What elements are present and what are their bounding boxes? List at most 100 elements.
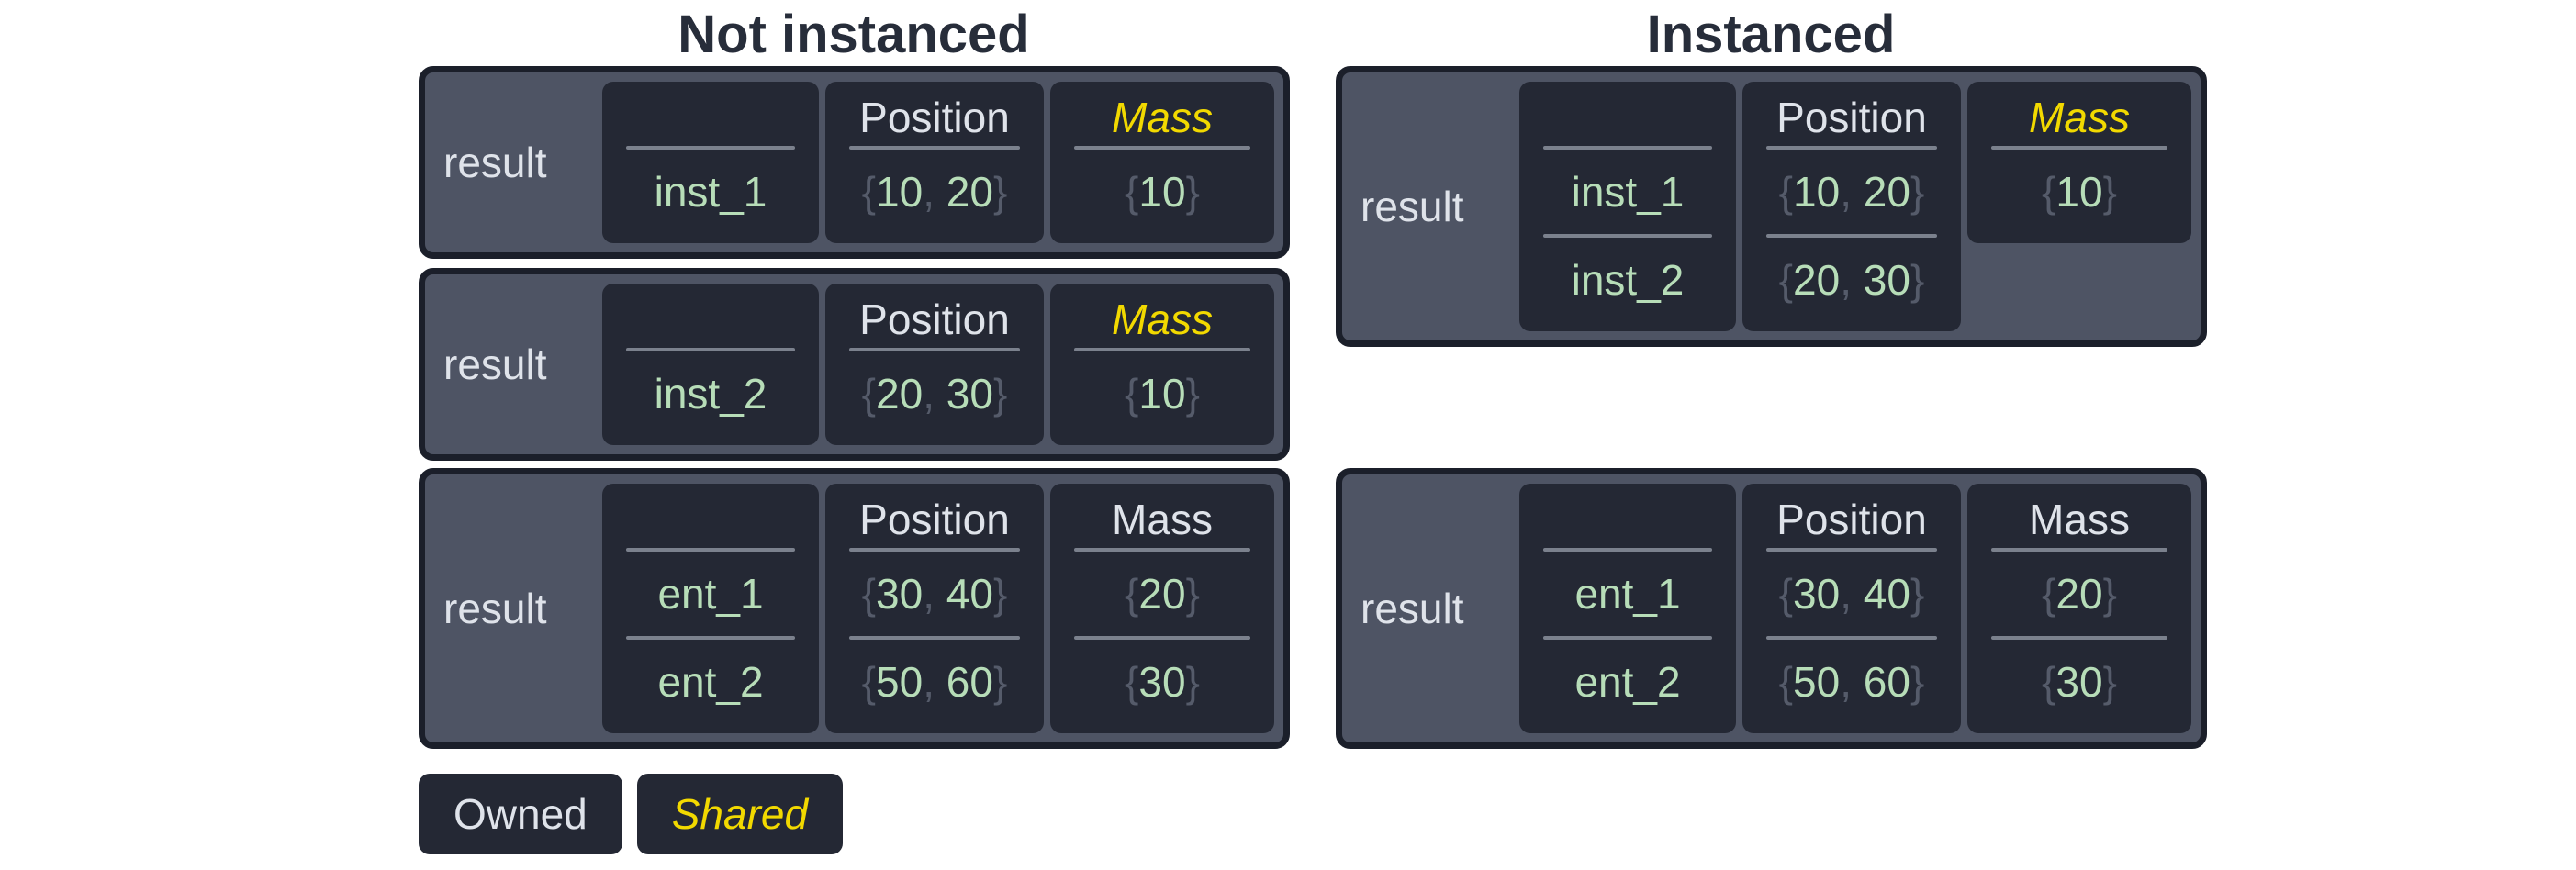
position-value: {50, 60}	[1742, 640, 1961, 724]
row-divider	[1543, 234, 1712, 238]
value-text: 10	[876, 168, 924, 216]
brace-close: }	[1185, 570, 1200, 618]
entity-value: ent_1	[602, 552, 819, 636]
entity-column: inst_1 inst_2	[1519, 82, 1736, 331]
brace-close: }	[1185, 370, 1200, 418]
mass-value: {30}	[1967, 640, 2191, 724]
value-text: 20	[876, 370, 924, 418]
position-column: Position {10, 20} {20, 30}	[1742, 82, 1961, 331]
value-text: 30	[2055, 658, 2103, 706]
mass-column: Mass {20} {30}	[1967, 484, 2191, 733]
position-column-header: Position	[1776, 496, 1927, 543]
entity-column-header	[602, 491, 819, 548]
position-column-header: Position	[859, 296, 1010, 343]
entity-value: inst_2	[602, 351, 819, 436]
entity-value: ent_2	[1519, 640, 1736, 724]
brace-open: {	[1125, 570, 1139, 618]
mass-value: {10}	[1050, 351, 1274, 436]
mass-column-header: Mass	[1112, 296, 1213, 343]
value-text: 10	[1138, 168, 1186, 216]
header-divider	[626, 548, 795, 552]
position-value: {10, 20}	[1742, 150, 1961, 234]
position-value: {30, 40}	[1742, 552, 1961, 636]
brace-close: }	[2102, 658, 2117, 706]
brace-open: {	[1125, 168, 1139, 216]
position-value: {50, 60}	[825, 640, 1044, 724]
value-text: ent_1	[657, 570, 764, 618]
entity-column: inst_1	[602, 82, 819, 243]
entity-column-header	[602, 291, 819, 348]
position-column: Position {20, 30}	[825, 284, 1044, 445]
row-divider	[1543, 636, 1712, 640]
value-text: 30	[1793, 570, 1841, 618]
legend-owned: Owned	[419, 774, 622, 854]
value-separator: ,	[1840, 570, 1864, 618]
brace-close: }	[2102, 168, 2117, 216]
brace-close: }	[1910, 256, 1925, 304]
brace-close: }	[992, 658, 1008, 706]
position-value: {10, 20}	[825, 150, 1044, 234]
position-column-header: Position	[1776, 94, 1927, 141]
value-text: 30	[1138, 658, 1186, 706]
mass-column-shared-single: Mass {10}	[1967, 82, 2191, 243]
value-separator: ,	[923, 658, 946, 706]
row-divider	[626, 636, 795, 640]
value-separator: ,	[1840, 658, 1864, 706]
table-not-instanced-entities: result ent_1 ent_2 Position {30, 40} {50…	[419, 468, 1290, 749]
value-text: 60	[1863, 658, 1910, 706]
position-value: {30, 40}	[825, 552, 1044, 636]
value-text: 40	[946, 570, 993, 618]
value-text: 40	[1863, 570, 1910, 618]
header-divider	[1543, 146, 1712, 150]
position-value: {20, 30}	[1742, 238, 1961, 322]
entity-value: inst_1	[1519, 150, 1736, 234]
value-text: 20	[2055, 570, 2103, 618]
result-label: result	[443, 585, 547, 632]
entity-column-header	[602, 89, 819, 146]
position-column-header: Position	[859, 496, 1010, 543]
brace-open: {	[2042, 168, 2056, 216]
value-text: 20	[1138, 570, 1186, 618]
value-text: 20	[946, 168, 993, 216]
value-text: ent_2	[1574, 658, 1681, 706]
mass-column-shared: Mass {10}	[1050, 284, 1274, 445]
entity-value: ent_1	[1519, 552, 1736, 636]
entity-column: inst_2	[602, 284, 819, 445]
mass-value: {10}	[1050, 150, 1274, 234]
result-label: result	[1361, 183, 1464, 230]
position-column: Position {10, 20}	[825, 82, 1044, 243]
row-divider	[1074, 636, 1250, 640]
mass-column-shared: Mass {10}	[1050, 82, 1274, 243]
row-divider	[1766, 636, 1937, 640]
brace-close: }	[992, 570, 1008, 618]
instanced-title: Instanced	[1646, 5, 1896, 64]
position-value: {20, 30}	[825, 351, 1044, 436]
table-not-instanced-inst1: result inst_1 Position {10, 20} Mass {10…	[419, 66, 1290, 259]
header-divider	[1766, 146, 1937, 150]
value-text: 20	[1863, 168, 1910, 216]
entity-column-header	[1519, 89, 1736, 146]
row-divider	[1991, 636, 2167, 640]
entity-value: inst_2	[1519, 238, 1736, 322]
result-label: result	[443, 340, 547, 388]
brace-open: {	[1778, 658, 1794, 706]
brace-open: {	[2042, 658, 2056, 706]
value-text: 10	[1793, 168, 1841, 216]
brace-open: {	[861, 168, 877, 216]
value-separator: ,	[923, 168, 946, 216]
entity-value: ent_2	[602, 640, 819, 724]
header-divider	[1991, 146, 2167, 150]
brace-close: }	[1185, 658, 1200, 706]
mass-value: {20}	[1967, 552, 2191, 636]
entity-column: ent_1 ent_2	[1519, 484, 1736, 733]
header-divider	[849, 146, 1020, 150]
value-text: ent_1	[1574, 570, 1681, 618]
brace-close: }	[2102, 570, 2117, 618]
legend: Owned Shared	[419, 774, 844, 854]
not-instanced-title: Not instanced	[678, 5, 1030, 64]
mass-value: {20}	[1050, 552, 1274, 636]
value-text: 50	[1793, 658, 1841, 706]
header-divider	[1766, 548, 1937, 552]
header-divider	[1074, 348, 1250, 351]
value-text: 30	[876, 570, 924, 618]
